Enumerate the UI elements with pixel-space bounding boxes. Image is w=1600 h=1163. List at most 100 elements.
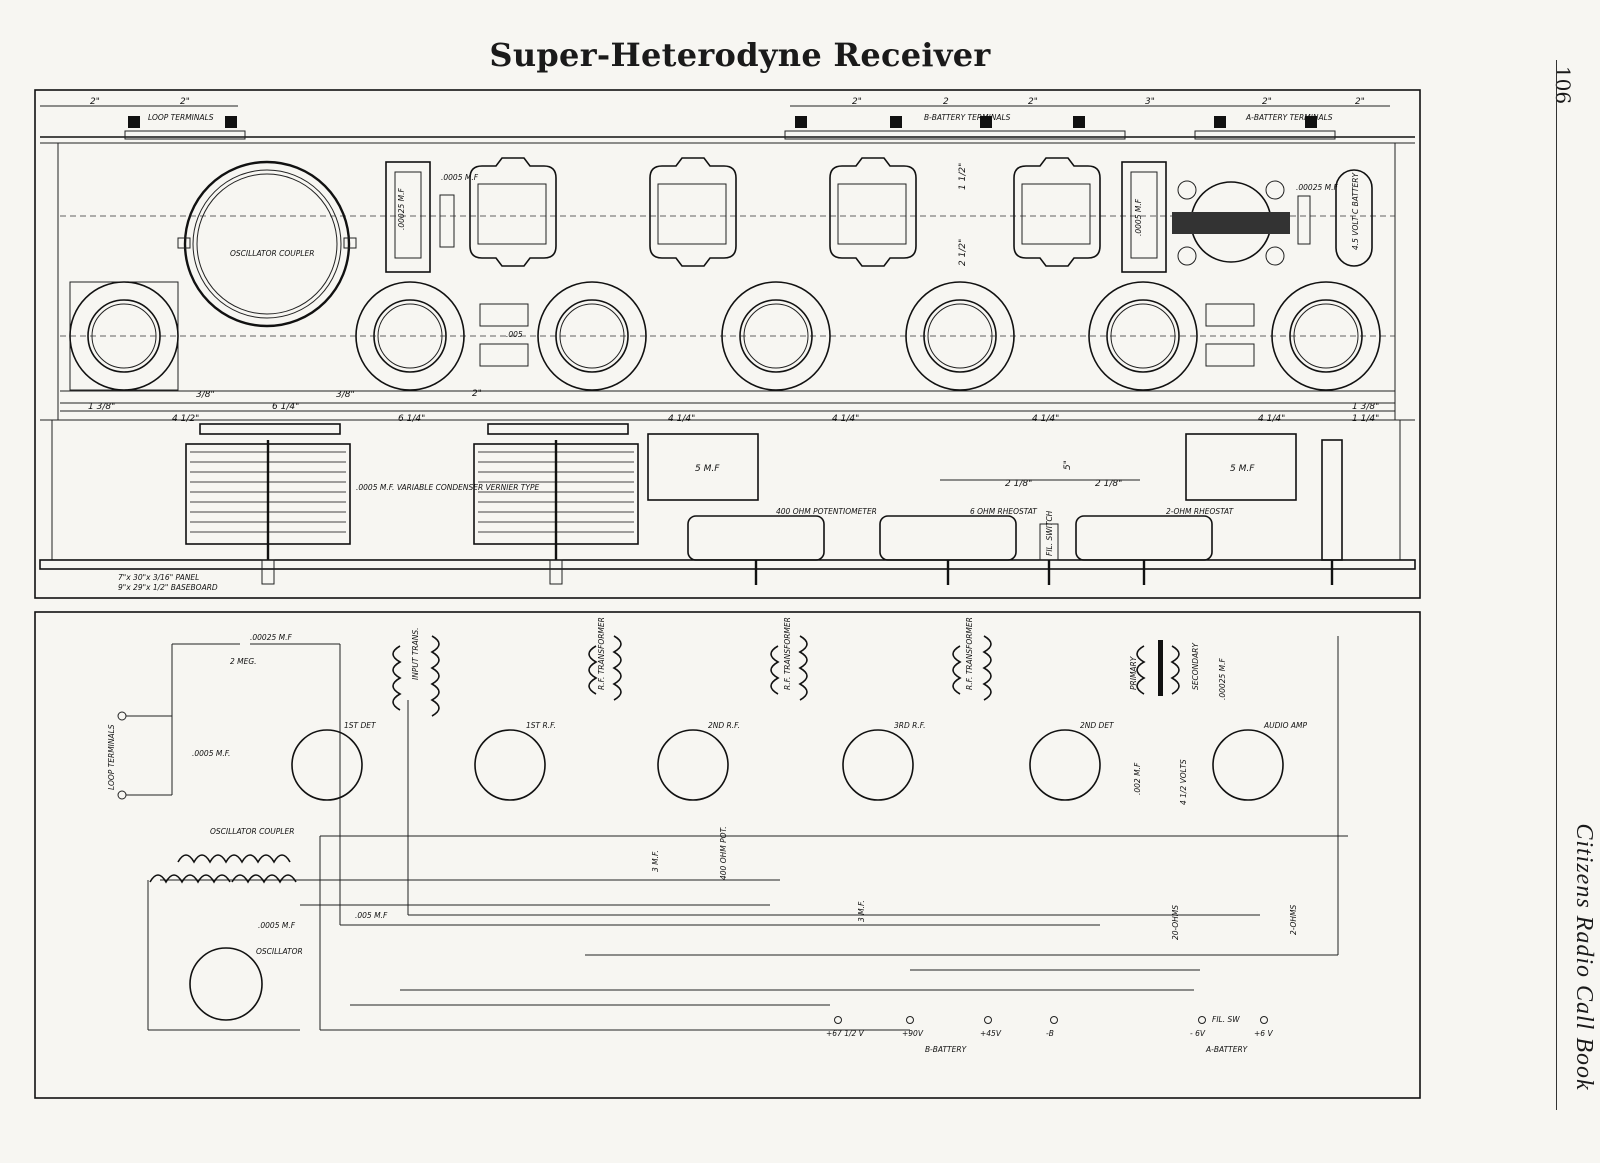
dim-low-4: 4 1/4" — [832, 414, 859, 424]
dim-inner-4: 2 1/8" — [1095, 479, 1122, 489]
layout-view: LOOP TERMINALS B-BATTERY TERMINALS A-BAT… — [39, 97, 1416, 592]
tube-4-label: 3RD R.F. — [894, 721, 925, 730]
rf-trans-1-label: R.F. TRANSFORMER — [597, 617, 606, 690]
loop-terminals-schem-label: LOOP TERMINALS — [107, 724, 116, 790]
dim-top-2: 2" — [180, 97, 190, 107]
dim-top-8: 2" — [1355, 97, 1365, 107]
osc-coupler-label: OSCILLATOR COUPLER — [210, 827, 294, 836]
dim-inner-2: 2 1/2" — [958, 239, 968, 266]
layout-frame — [34, 89, 1421, 599]
c-battery-label: 4.5 VOLT C BATTERY — [1351, 172, 1360, 250]
socket-5 — [905, 281, 1015, 391]
tube-4: 3RD R.F. — [842, 721, 925, 801]
oscillator-coupler: OSCILLATOR COUPLER — [177, 160, 357, 328]
b-plus-67-label: +67 1/2 V — [826, 1029, 865, 1038]
a-minus-label: - 6V — [1190, 1029, 1206, 1038]
rheostat-6-label: 6 OHM RHEOSTAT — [970, 507, 1038, 516]
fil-switch-label: FIL. SWITCH — [1045, 510, 1054, 556]
b-battery-label: B-BATTERY — [925, 1045, 968, 1054]
b-minus-label: -B — [1046, 1029, 1054, 1038]
baseboard-label: 9"x 29"x 1/2" BASEBOARD — [118, 583, 218, 592]
a-battery-label: A-BATTERY — [1205, 1045, 1249, 1054]
loop-terminals: LOOP TERMINALS .0005 M.F. — [107, 711, 230, 800]
cap-00025-small-label: .00025 M.F — [1296, 183, 1338, 192]
tube-1: 1ST DET — [291, 721, 377, 801]
cap-00025-label: .00025 M.F — [397, 188, 406, 230]
rheostat-2-ohm: 2-OHM RHEOSTAT — [1075, 507, 1235, 585]
cap-0005-loop-label: .0005 M.F. — [192, 749, 230, 758]
input-trans-label: INPUT TRANS. — [411, 628, 420, 680]
transformer-3 — [829, 157, 917, 267]
dim-top-1: 2" — [90, 97, 100, 107]
cap-005-label: .005 — [506, 330, 523, 339]
schem-audio-transformer: PRIMARY SECONDARY — [1129, 640, 1200, 696]
dim-top-6: 3" — [1145, 97, 1155, 107]
fixed-condenser-2: .0005 M.F — [1121, 161, 1167, 273]
schematic-frame — [34, 611, 1421, 1099]
dim-mid-5: 2" — [472, 389, 482, 399]
dim-inner-3: 2 1/8" — [1005, 479, 1032, 489]
res-2meg-label: 2 MEG. — [230, 657, 257, 666]
grid-leak-mount: .0005 M.F — [439, 173, 479, 248]
transformer-1 — [469, 157, 557, 267]
cap-0005-osc-label: .0005 M.F — [258, 921, 296, 930]
oscillator-tube: OSCILLATOR — [189, 947, 303, 1021]
schem-transformer-2: R.F. TRANSFORMER — [588, 617, 622, 701]
dim-mid-1: 1 3/8" — [88, 402, 115, 412]
cap-3mf-2-label: 3 M.F. — [857, 900, 866, 922]
tube-5-label: 2ND DET — [1080, 721, 1115, 730]
transformer-2 — [649, 157, 737, 267]
filament-switch: FIL. SWITCH — [1039, 510, 1059, 585]
fil-sw-label: FIL. SW — [1212, 1015, 1240, 1024]
dim-mid-2: 3/8" — [196, 390, 215, 400]
tube-3-label: 2ND R.F. — [708, 721, 740, 730]
rheo-20-label: 20-OHMS — [1171, 905, 1180, 940]
dim-low-5: 4 1/4" — [1032, 414, 1059, 424]
dim-top-5: 2" — [1028, 97, 1038, 107]
c-battery-schem-label: 4 1/2 VOLTS — [1179, 759, 1188, 805]
cap-5mf-2-label: 5 M.F — [1230, 464, 1255, 474]
rheostat-6-ohm: 6 OHM RHEOSTAT — [879, 507, 1038, 585]
secondary-label: SECONDARY — [1191, 642, 1200, 690]
socket-7 — [1271, 281, 1381, 391]
dim-top-4: 2 — [943, 97, 949, 107]
a-battery-terminals-label: A-BATTERY TERMINALS — [1245, 113, 1333, 122]
a-plus-label: +6 V — [1254, 1029, 1273, 1038]
schematic-view: LOOP TERMINALS .0005 M.F. .00025 M.F 2 M… — [107, 617, 1348, 1054]
cap-5mf-1-label: 5 M.F — [695, 464, 720, 474]
potentiometer-label: 400 OHM POTENTIOMETER — [776, 507, 877, 516]
cap-002-label: .002 M.F — [1133, 762, 1142, 795]
socket-1 — [69, 281, 179, 391]
dim-low-3: 4 1/4" — [668, 414, 695, 424]
schem-transformer-1: INPUT TRANS. — [392, 628, 440, 717]
oscillator-coupler-coils: OSCILLATOR COUPLER .0005 M.F .005 M.F — [149, 827, 388, 930]
tube-6-label: AUDIO AMP — [1263, 721, 1307, 730]
cap-0005-small-label: .0005 M.F — [441, 173, 479, 182]
schem-transformer-4: R.F. TRANSFORMER — [952, 617, 992, 701]
tube-2-label: 1ST R.F. — [526, 721, 556, 730]
potentiometer: 400 OHM POTENTIOMETER — [687, 507, 877, 585]
socket-6 — [1088, 281, 1198, 391]
panel-label: 7"x 30"x 3/16" PANEL — [118, 573, 199, 582]
condenser-5mf-1: 5 M.F — [647, 433, 759, 501]
c-battery: 4.5 VOLT C BATTERY — [1335, 169, 1373, 267]
dim-low-7: 1 1/4" — [1352, 414, 1379, 424]
rheostat-2-label: 2-OHM RHEOSTAT — [1166, 507, 1235, 516]
dim-low-2: 6 1/4" — [398, 414, 425, 424]
dim-inner-5: 5" — [1063, 460, 1073, 470]
condenser-5mf-2: 5 M.F — [1185, 433, 1297, 501]
rf-trans-2-label: R.F. TRANSFORMER — [783, 617, 792, 690]
socket-4 — [721, 281, 831, 391]
rheo-2-label: 2-OHMS — [1289, 905, 1298, 935]
grid-leak-2 — [1205, 303, 1255, 367]
cap-00025-schem-label: .00025 M.F — [250, 633, 292, 642]
terminal-row — [128, 116, 1317, 128]
pot-400-label: 400 OHM POT. — [719, 826, 728, 880]
transformer-4 — [1013, 157, 1101, 267]
dim-mid-4: 3/8" — [336, 390, 355, 400]
tube-2: 1ST R.F. — [474, 721, 556, 801]
tube-1-label: 1ST DET — [344, 721, 377, 730]
jack — [1321, 439, 1343, 585]
tube-6: AUDIO AMP — [1212, 721, 1307, 801]
